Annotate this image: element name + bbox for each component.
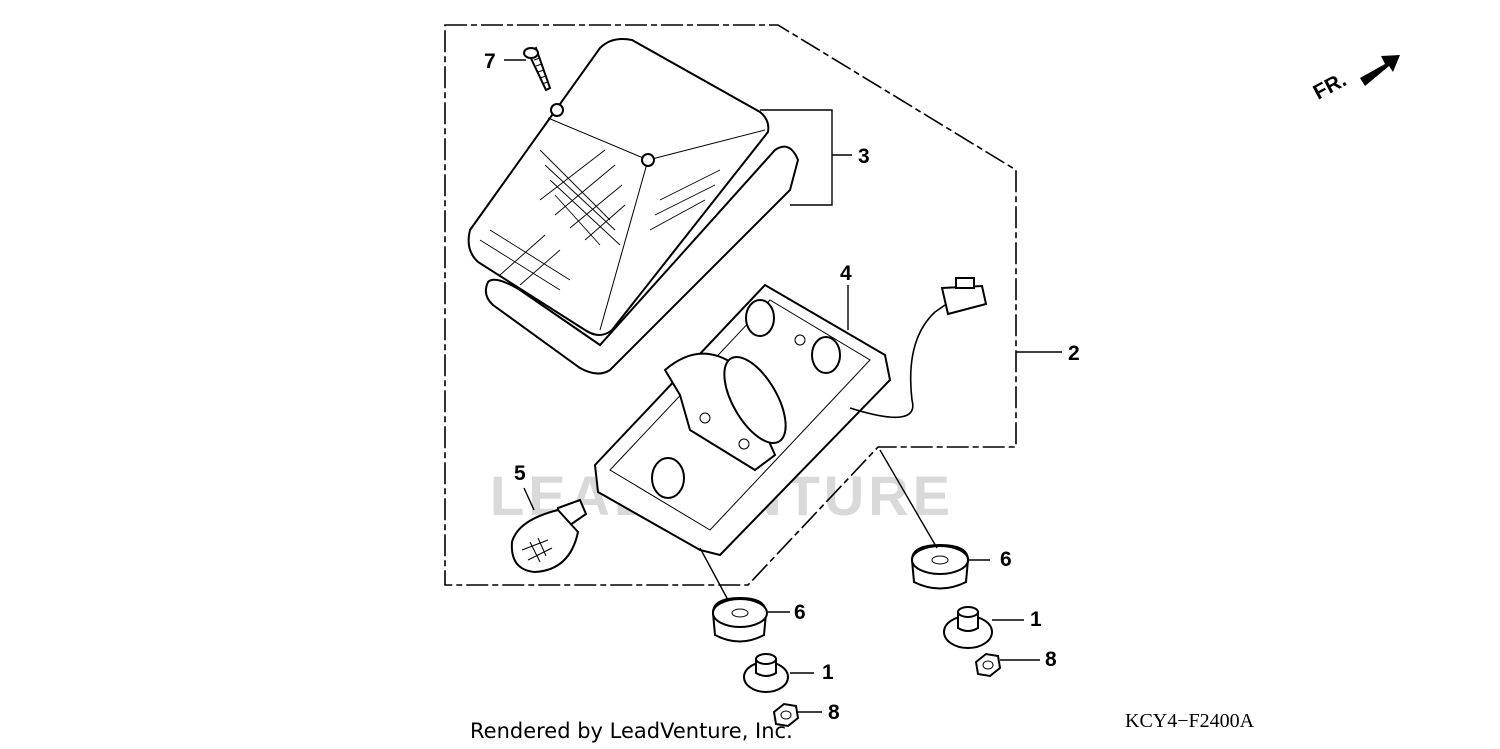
callout-3: 3 [858,145,870,168]
lens-crosshatch [479,149,721,291]
lens-part [467,38,800,375]
assembly-outline [444,24,1017,586]
lens-screw-hole-top [550,103,564,117]
lens-body [467,38,770,336]
callout-4: 4 [840,262,852,285]
collar-right-part [943,606,993,649]
grommet-right-part [910,543,970,590]
callout-1-left: 1 [822,661,834,684]
housing-boss-right [811,336,841,374]
housing-lamp-socket [723,356,787,444]
callout-2: 2 [1068,342,1080,365]
grommet-left-part [711,596,768,643]
callout-5: 5 [514,462,526,485]
callout-8-left: 8 [828,701,840,724]
nut-right-part [974,652,1002,678]
callout-8-right: 8 [1045,648,1057,671]
lens-screw-hole-center [641,153,655,167]
bulb-part [510,498,588,574]
rendered-by-credit: Rendered by LeadVenture, Inc. [470,719,793,743]
leader-lines [504,59,1062,713]
housing-part [593,283,892,557]
nut-left-part [772,702,800,728]
front-direction-label: FR. [1310,68,1351,104]
front-arrow-icon [1360,55,1400,86]
lens-gasket [484,145,800,375]
lens-screw-part [523,46,552,92]
wire-harness [849,277,988,419]
front-direction-indicator: FR. [1310,55,1400,104]
callout-6-right: 6 [1000,548,1012,571]
housing-boss-upper [745,299,775,337]
wire-connector [940,284,988,316]
housing-base-edge [597,379,891,556]
callout-6-left: 6 [794,601,806,624]
diagram-code: KCY4−F2400A [1125,710,1255,732]
housing-boss-lower [651,457,685,499]
collar-left-part [743,653,789,693]
callout-7: 7 [484,50,496,73]
callout-1-right: 1 [1030,608,1042,631]
